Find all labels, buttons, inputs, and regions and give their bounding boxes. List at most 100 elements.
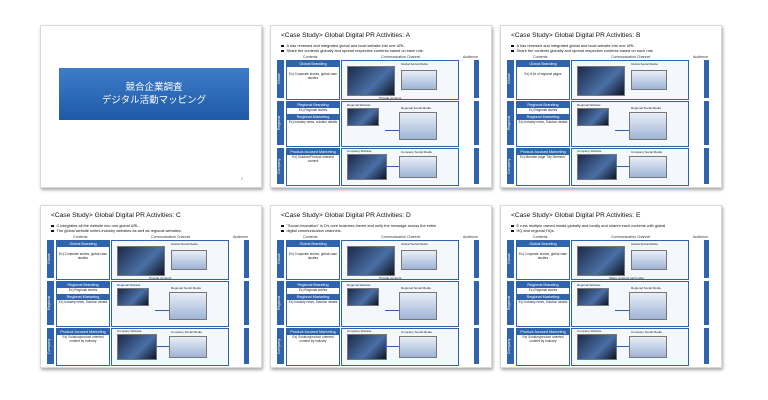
contents-header: Contents: [303, 55, 318, 59]
audience-bar-global: [704, 240, 709, 278]
global-social-screenshot: [401, 70, 437, 90]
bullet-item: "Social Innovation" is D's core business…: [281, 223, 436, 229]
global-website-screenshot: [347, 66, 395, 96]
regional-marketing-header: Regional Marketing: [287, 113, 339, 120]
global-branding-example: Ex) Corporate stories, global case studi…: [518, 252, 567, 260]
flow-arrow: [385, 310, 399, 311]
company-social-screenshot: [629, 156, 667, 178]
region-company-label: Company: [277, 328, 284, 364]
case-study-slide[interactable]: <Case Study> Global Digital PR Activitie…: [500, 205, 722, 368]
regional-branding-header: Regional Branding: [287, 102, 339, 108]
case-study-slide[interactable]: <Case Study> Global Digital PR Activitie…: [270, 25, 492, 188]
audience-bar-company: [244, 328, 249, 364]
product-marketing-example: Ex) Member page "My Siemens": [519, 155, 567, 159]
cover-title-line1: 競合企業調査: [125, 82, 183, 93]
region-global-label: Global: [277, 240, 284, 278]
channel-label: Regional Social Media: [401, 286, 431, 290]
audience-bar-global: [474, 60, 479, 98]
bullet-icon: [511, 224, 514, 228]
bullet-text: C integrates all the website into one gl…: [56, 223, 140, 228]
product-marketing-header: Product-focused Marketing: [287, 149, 339, 155]
regional-social-screenshot: [629, 292, 667, 320]
regional-box: Regional Branding Ex) Regional stories R…: [286, 281, 340, 327]
region-regional-label: Regional: [47, 281, 54, 325]
channel-label: Regional Social Media: [171, 286, 201, 290]
audience-bar-regional: [704, 281, 709, 325]
page-number: 2: [240, 176, 243, 181]
audience-bar-company: [704, 148, 709, 184]
global-branding-example: Ex) A lot of regional pages: [524, 72, 562, 76]
company-website-screenshot: [347, 154, 387, 180]
global-branding-box: Global Branding Ex) Corporate stories, g…: [286, 240, 340, 280]
bullet-icon: [281, 49, 284, 53]
global-social-screenshot: [631, 250, 667, 270]
audience-bar-regional: [474, 101, 479, 145]
bullet-item: Share the contents globally and spread r…: [511, 48, 654, 54]
channel-label: Company Website: [577, 329, 602, 333]
channel-label: Regional Social Media: [631, 106, 661, 110]
flow-arrow: [615, 166, 629, 167]
product-marketing-example: Ex) Solution/product oriented content by…: [522, 335, 564, 343]
global-branding-example: Ex) Corporate stories, global case studi…: [288, 72, 337, 80]
product-marketing-example: Ex) Solution/product oriented content by…: [62, 335, 104, 343]
region-global-label: Global: [507, 60, 514, 98]
channel-label: Regional Website: [117, 283, 141, 287]
regional-branding-header: Regional Branding: [287, 282, 339, 288]
global-social-screenshot: [631, 70, 667, 90]
channel-label: Company Social Media: [401, 330, 432, 334]
product-marketing-header: Product-focused Marketing: [517, 329, 569, 335]
cover-title-line2: デジタル活動マッピング: [101, 95, 207, 106]
regional-website-screenshot: [347, 288, 379, 306]
region-company-label: Company: [507, 328, 514, 364]
regional-branding-example: Ex) Regional stories: [298, 108, 328, 112]
company-website-screenshot: [577, 154, 617, 180]
bullet-item: C integrates all the website into one gl…: [51, 223, 140, 229]
channel-label: Provide contents: [379, 96, 402, 100]
channel-label: Regional Website: [347, 283, 371, 287]
global-website-screenshot: [347, 246, 395, 276]
cover-slide[interactable]: 競合企業調査 デジタル活動マッピング 2: [40, 25, 262, 188]
regional-branding-example: Ex) Regional stories: [528, 288, 558, 292]
global-branding-example: Ex) Corporate stories, global case studi…: [288, 252, 337, 260]
bullet-item: E runs multiple owned media globally and…: [511, 223, 665, 229]
contents-header: Contents: [533, 55, 548, 59]
channel-label: Provide contents: [149, 276, 172, 280]
audience-bar-global: [244, 240, 249, 278]
contents-header: Contents: [73, 235, 88, 239]
bullet-item: A has renewed and integrated global and …: [511, 43, 636, 49]
region-global-label: Global: [277, 60, 284, 98]
global-branding-header: Global Branding: [517, 61, 569, 67]
bullet-icon: [51, 224, 54, 228]
region-regional-label: Regional: [507, 281, 514, 325]
global-branding-box: Global Branding Ex) Corporate stories, g…: [516, 240, 570, 280]
cover-title-box: 競合企業調査 デジタル活動マッピング: [59, 68, 249, 120]
audience-bar-regional: [244, 281, 249, 325]
bullet-text: A has renewed and integrated global and …: [516, 43, 636, 48]
bullet-icon: [281, 229, 284, 233]
regional-marketing-example: Ex) Industry news, Solution details: [518, 299, 568, 304]
regional-marketing-example: Ex) Industry news, Solution details: [288, 299, 338, 304]
regional-social-screenshot: [399, 112, 437, 140]
company-website-screenshot: [347, 334, 387, 360]
case-study-slide[interactable]: <Case Study> Global Digital PR Activitie…: [40, 205, 262, 368]
slide-title: <Case Study> Global Digital PR Activitie…: [511, 212, 641, 219]
product-marketing-header: Product-focused Marketing: [287, 329, 339, 335]
channel-label: Regional Website: [347, 103, 371, 107]
audience-header: Audience: [463, 235, 478, 239]
bullet-item: Share the contents globally and spread r…: [281, 48, 424, 54]
case-study-slide[interactable]: <Case Study> Global Digital PR Activitie…: [270, 205, 492, 368]
flow-arrow: [385, 130, 399, 131]
product-marketing-example: Ex) Solution/product oriented content by…: [292, 335, 334, 343]
channel-label: Global Social Media: [631, 242, 658, 246]
regional-branding-header: Regional Branding: [517, 102, 569, 108]
regional-marketing-header: Regional Marketing: [57, 293, 109, 300]
audience-bar-company: [474, 328, 479, 364]
company-social-screenshot: [399, 336, 437, 358]
global-branding-header: Global Branding: [287, 241, 339, 247]
flow-arrow: [615, 346, 629, 347]
channel-header: Communication Channel: [611, 235, 651, 239]
channel-label: Company Website: [347, 329, 372, 333]
region-global-label: Global: [507, 240, 514, 278]
regional-box: Regional Branding Ex) Regional stories R…: [516, 281, 570, 327]
case-study-slide[interactable]: <Case Study> Global Digital PR Activitie…: [500, 25, 722, 188]
